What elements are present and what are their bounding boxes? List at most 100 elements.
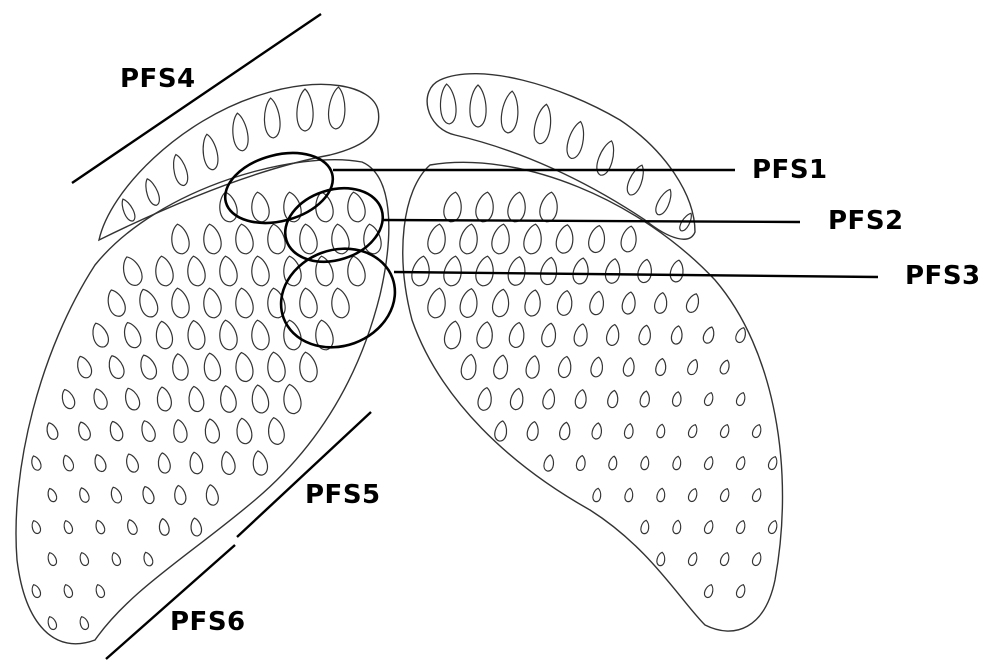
- follicle: [201, 223, 223, 255]
- follicle: [220, 450, 237, 475]
- pfs5-boundary-line: [237, 412, 371, 537]
- main-right-lobe: [403, 162, 783, 631]
- follicle: [540, 322, 557, 348]
- follicle: [218, 384, 238, 413]
- follicle: [506, 191, 528, 223]
- follicle: [189, 517, 202, 537]
- follicle: [62, 583, 74, 598]
- pfs1-ring: [217, 142, 340, 234]
- follicle: [106, 353, 127, 380]
- follicle: [525, 355, 542, 380]
- follicle: [154, 320, 174, 350]
- follicle: [119, 197, 138, 223]
- follicle: [639, 390, 651, 407]
- follicle: [751, 487, 763, 502]
- follicle: [624, 423, 635, 439]
- follicle: [590, 356, 605, 378]
- follicle: [656, 552, 666, 567]
- follicle: [509, 387, 525, 410]
- follicle: [44, 421, 59, 441]
- follicle: [526, 421, 540, 442]
- follicle: [523, 289, 542, 318]
- follicle: [203, 418, 221, 444]
- follicle: [559, 421, 572, 440]
- follicle: [751, 551, 763, 566]
- follicle: [426, 223, 448, 255]
- follicle: [669, 259, 685, 283]
- follicle: [187, 385, 206, 413]
- follicle: [313, 255, 335, 287]
- follicle: [702, 325, 717, 344]
- follicle: [217, 255, 239, 287]
- follicle: [426, 287, 448, 319]
- follicle: [185, 319, 206, 351]
- follicle: [508, 321, 526, 348]
- follicle: [735, 391, 747, 406]
- follicle: [233, 287, 255, 319]
- follicle: [719, 359, 732, 375]
- follicle: [233, 351, 255, 383]
- follicle: [636, 258, 653, 283]
- pfs3-label: PFS3: [905, 263, 981, 289]
- follicle: [233, 223, 255, 255]
- follicle: [703, 455, 715, 470]
- follicle: [158, 518, 170, 536]
- follicle: [622, 357, 636, 377]
- follicle: [46, 487, 58, 503]
- follicle: [556, 289, 574, 316]
- follicle: [125, 518, 138, 535]
- follicle: [172, 419, 189, 444]
- follicle: [640, 520, 650, 535]
- follicle: [281, 255, 303, 287]
- follicle: [30, 519, 42, 534]
- follicle: [587, 224, 607, 254]
- follicle: [491, 288, 511, 318]
- follicle: [169, 223, 191, 255]
- follicle: [490, 223, 512, 255]
- follicle: [94, 583, 106, 598]
- follicle: [62, 519, 74, 534]
- follicle: [703, 391, 715, 406]
- follicle: [474, 255, 496, 287]
- follicle: [460, 353, 479, 381]
- follicle: [442, 191, 464, 223]
- follicle: [672, 520, 682, 535]
- follicle: [767, 455, 779, 470]
- follicle: [605, 324, 620, 347]
- follicle: [230, 112, 250, 152]
- follicle: [327, 86, 346, 129]
- follicle: [735, 519, 747, 534]
- follicle: [439, 84, 457, 125]
- follicle: [443, 320, 463, 350]
- follicle: [539, 256, 559, 286]
- follicle: [640, 456, 650, 471]
- follicle: [575, 455, 586, 471]
- follicle: [687, 551, 699, 566]
- follicle: [249, 319, 271, 351]
- follicle: [734, 326, 748, 344]
- follicle: [109, 486, 123, 505]
- follicle: [91, 387, 110, 411]
- follicle: [621, 291, 637, 315]
- pfs4-boundary-line: [72, 14, 321, 183]
- follicle: [506, 255, 527, 286]
- follicle: [542, 388, 557, 410]
- follicle: [475, 321, 494, 350]
- follicle: [608, 456, 618, 471]
- follicle: [594, 139, 618, 178]
- pfs2-label: PFS2: [828, 208, 904, 234]
- follicle: [265, 351, 287, 383]
- follicle: [751, 423, 763, 438]
- follicle: [94, 519, 106, 535]
- follicle: [201, 287, 223, 319]
- follicle: [687, 423, 699, 438]
- follicle: [670, 325, 683, 345]
- follicle: [555, 223, 576, 254]
- follicle: [202, 352, 223, 382]
- follicle: [522, 223, 544, 255]
- pfs2-leader-line: [382, 220, 800, 222]
- follicle: [500, 90, 521, 133]
- follicle: [345, 191, 367, 223]
- follicle: [719, 423, 731, 438]
